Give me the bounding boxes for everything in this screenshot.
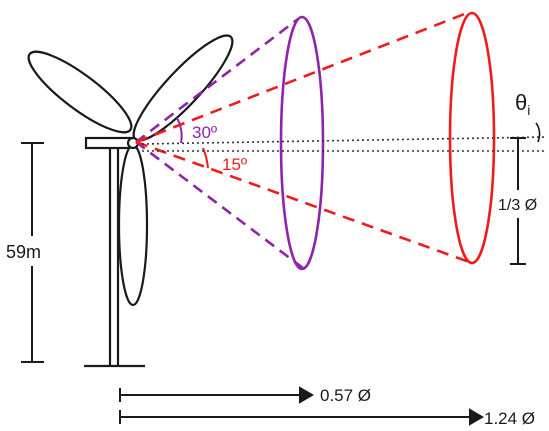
theta-symbol: θ	[515, 90, 527, 115]
distance-near-arrow	[119, 386, 314, 404]
height-label-mask	[4, 236, 60, 266]
theta-subscript: i	[527, 102, 530, 118]
offset-label-mask	[496, 190, 549, 218]
turbine-blade-down	[117, 143, 149, 307]
reference-lines	[141, 136, 546, 152]
distance-far-arrow	[119, 408, 484, 426]
outer-angle-label: 30º	[192, 123, 217, 142]
inner-cone-lower-edge	[135, 140, 473, 265]
theta-label: θi	[515, 90, 530, 118]
distance-near-label: 0.57 Ø	[320, 386, 371, 405]
inner-cone	[135, 11, 496, 265]
outer-cone-upper-edge	[135, 17, 299, 144]
outer-cone	[135, 15, 325, 271]
theta-angle-arc	[535, 122, 541, 143]
height-label: 59m	[6, 242, 41, 262]
outer-cone-lower-edge	[135, 140, 304, 270]
turbine-tower	[84, 148, 145, 368]
outer-angle-arc	[176, 117, 183, 144]
inner-cone-ellipse	[448, 11, 496, 265]
turbine-nacelle	[84, 136, 136, 150]
outer-cone-ellipse	[279, 15, 325, 271]
wind-turbine	[27, 34, 234, 368]
turbine-blade-right	[132, 34, 234, 142]
turbine-blade-left	[27, 50, 133, 134]
distance-far-label: 1.24 Ø	[484, 409, 535, 428]
inner-angle-arc	[202, 147, 209, 169]
hub-axis-dotted	[141, 136, 546, 145]
offset-label: 1/3 Ø	[498, 197, 537, 214]
inner-angle-label: 15º	[222, 155, 247, 174]
